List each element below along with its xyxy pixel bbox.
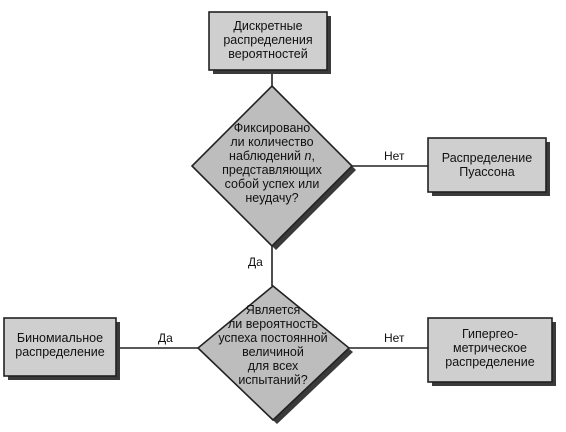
hyper-line-1: Гипергео- <box>462 327 518 341</box>
edge-label-q1-no: Нет <box>384 149 405 163</box>
node-binomial-distribution: Биномиальное распределение <box>3 317 120 380</box>
q2-line-2: ли вероятность <box>228 317 318 331</box>
hyper-line-3: распределение <box>445 355 535 369</box>
q1-comma: , <box>311 149 314 163</box>
node-start-line-1: Дискретные <box>233 19 302 33</box>
q1-line-1: Фиксировано <box>234 121 311 135</box>
edge-label-q2-no: Нет <box>384 331 405 345</box>
q1-variable-n: n <box>305 149 312 163</box>
node-hypergeometric-distribution: Гипергео- метрическое распределение <box>427 317 556 386</box>
q1-line-2: ли количество <box>230 135 313 149</box>
edge-label-q2-yes: Да <box>158 331 173 345</box>
q2-line-5: для всех <box>248 359 299 373</box>
q1-line-3-text: наблюдений <box>229 149 301 163</box>
q2-line-6: испытаний? <box>238 373 307 387</box>
binomial-line-1: Биномиальное <box>17 331 103 345</box>
node-discrete-distributions: Дискретные распределения вероятностей <box>208 11 331 74</box>
node-poisson-distribution: Распределение Пуассона <box>427 137 550 196</box>
binomial-line-2: распределение <box>15 345 105 359</box>
q2-line-3: успеха постоянной <box>218 331 327 345</box>
q1-line-6: неудачу? <box>245 191 298 205</box>
q1-line-5: собой успех или <box>225 177 320 191</box>
decision-fixed-number-of-trials: Фиксировано ли количество наблюдений n, … <box>190 84 356 250</box>
node-start-line-2: распределения <box>223 33 312 47</box>
decision-constant-success-probability: Является ли вероятность успеха постоянно… <box>196 284 353 424</box>
q2-line-1: Является <box>246 303 301 317</box>
q2-line-4: величиной <box>242 345 304 359</box>
poisson-line-1: Распределение <box>442 151 532 165</box>
edge-label-q1-yes: Да <box>248 255 263 269</box>
q1-line-3: наблюдений n, <box>229 149 315 163</box>
hyper-line-2: метрическое <box>453 341 527 355</box>
node-start-line-3: вероятностей <box>228 47 307 61</box>
q1-line-4: представляющих <box>222 163 323 177</box>
poisson-line-2: Пуассона <box>459 165 515 179</box>
